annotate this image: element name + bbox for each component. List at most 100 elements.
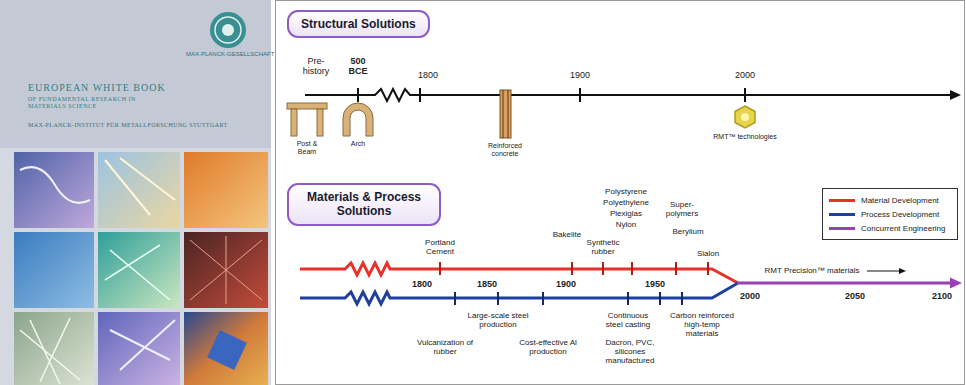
micrograph-detail (110, 320, 175, 370)
rebar (508, 90, 509, 138)
micrograph-detail (105, 245, 170, 300)
tick (707, 262, 709, 275)
timeline-label: OF FUNDAMENTAL RESEARCH IN MATERIALS SCI… (28, 96, 138, 110)
tick (627, 292, 629, 305)
timeline-label: Vulcanization of rubber (416, 338, 474, 356)
process-ticks (455, 292, 682, 305)
timeline-label: Pre-history (298, 56, 334, 77)
section-box: Materials & Process Solutions (287, 183, 441, 226)
timeline-label: Cost-effective Al production (517, 338, 579, 356)
post-beam-icon (291, 109, 297, 136)
legend-text: Concurrent Engineering (861, 224, 946, 233)
panel-frame (276, 1, 965, 385)
book-cover (0, 0, 271, 385)
tick (439, 262, 441, 275)
tick (357, 88, 359, 102)
timeline-label: 1900 (565, 70, 595, 80)
legend-swatch (829, 199, 855, 202)
tick (602, 262, 604, 275)
micrograph-detail (20, 167, 90, 203)
timeline-label: Polyethylene (600, 198, 652, 207)
timeline-label: Sialon (693, 249, 723, 258)
tick (579, 88, 581, 102)
logo-head (222, 24, 234, 36)
tick (454, 292, 456, 305)
timeline-label: Bakelite (550, 230, 584, 239)
timeline-label: Plexiglas (600, 209, 652, 218)
timeline-label: RMT™ technologies (700, 133, 790, 141)
legend-swatch (829, 213, 855, 216)
reinforced-concrete-icon (500, 90, 511, 138)
micrograph-detail (20, 318, 80, 384)
timeline-label: Post & Beam (293, 140, 321, 156)
tick (659, 292, 661, 305)
micrograph (98, 232, 180, 308)
legend-row: Concurrent Engineering (829, 221, 951, 235)
timeline-label: Polystyrene (600, 187, 652, 196)
legend-row: Process Development (829, 207, 951, 221)
micrograph-detail (190, 236, 262, 304)
structure-icons (287, 90, 755, 138)
tick (631, 262, 633, 275)
micrograph-detail (105, 158, 175, 215)
rmt-icon (735, 106, 755, 128)
timeline-label: Continuous steel casting (600, 311, 656, 329)
rmt-arrow (867, 270, 900, 271)
timeline-label: 1950 (641, 279, 669, 289)
tick (675, 262, 677, 275)
tick (497, 292, 499, 305)
micrograph (184, 312, 268, 385)
micrograph (184, 152, 268, 228)
concurrent-line (737, 282, 951, 285)
tick (419, 88, 421, 102)
timeline-label: Arch (343, 140, 373, 148)
timeline-label: Reinforced concrete (479, 142, 531, 158)
micrograph (14, 312, 94, 385)
tick (681, 292, 683, 305)
timeline-label: Large-scale steel production (463, 311, 533, 329)
timeline-label: Super-polymers (661, 200, 703, 218)
society-logo (210, 12, 246, 48)
section-title: Materials & Process Solutions (301, 190, 427, 219)
timeline-label: 2100 (928, 291, 956, 301)
tick (571, 262, 573, 275)
timeline-label: Portland Cement (418, 238, 462, 256)
arrowhead (899, 268, 906, 274)
timeline-label: Dacron, PVC, silicones manufactured (602, 338, 658, 366)
material-ticks (440, 262, 708, 275)
legend-row: Material Development (829, 193, 951, 207)
rmt-icon (741, 113, 749, 121)
structural-timeline (305, 88, 961, 102)
timeline-label: Berylium (669, 227, 707, 236)
materials-timeline (300, 262, 962, 305)
micrograph (98, 312, 180, 385)
timeline-label: Carbon reinforced high-temp materials (667, 311, 737, 339)
timeline-label: RMT Precision™ materials (759, 266, 865, 275)
arrowhead (950, 278, 962, 289)
cover-ground (0, 0, 271, 385)
legend-text: Process Development (861, 210, 939, 219)
timeline-label: Nylon (600, 220, 652, 229)
tick (542, 292, 544, 305)
timeline-label: EUROPEAN WHITE BOOK (28, 82, 228, 94)
timeline-label: 1900 (552, 279, 580, 289)
timeline-label: MAX-PLANCK-GESELLSCHAFT (186, 51, 270, 58)
timeline-label: 2000 (730, 70, 760, 80)
process-line (300, 283, 738, 304)
logo-ring (215, 17, 241, 43)
timeline-label: 500 BCE (344, 56, 372, 77)
timeline-label: Synthetic rubber (583, 238, 623, 256)
timeline-axis (305, 89, 950, 101)
micrograph (14, 152, 94, 228)
legend-swatch (829, 227, 855, 230)
material-line (300, 263, 738, 283)
arrowhead (950, 90, 961, 100)
timeline-label: MAX-PLANCK-INSTITUT FÜR METALLFORSCHUNG … (28, 122, 264, 129)
micrograph (184, 232, 268, 308)
micrograph (14, 232, 94, 308)
micrograph-detail (207, 330, 247, 370)
arch-icon (343, 103, 373, 136)
legend-text: Material Development (861, 196, 939, 205)
post-beam-icon (317, 109, 323, 136)
